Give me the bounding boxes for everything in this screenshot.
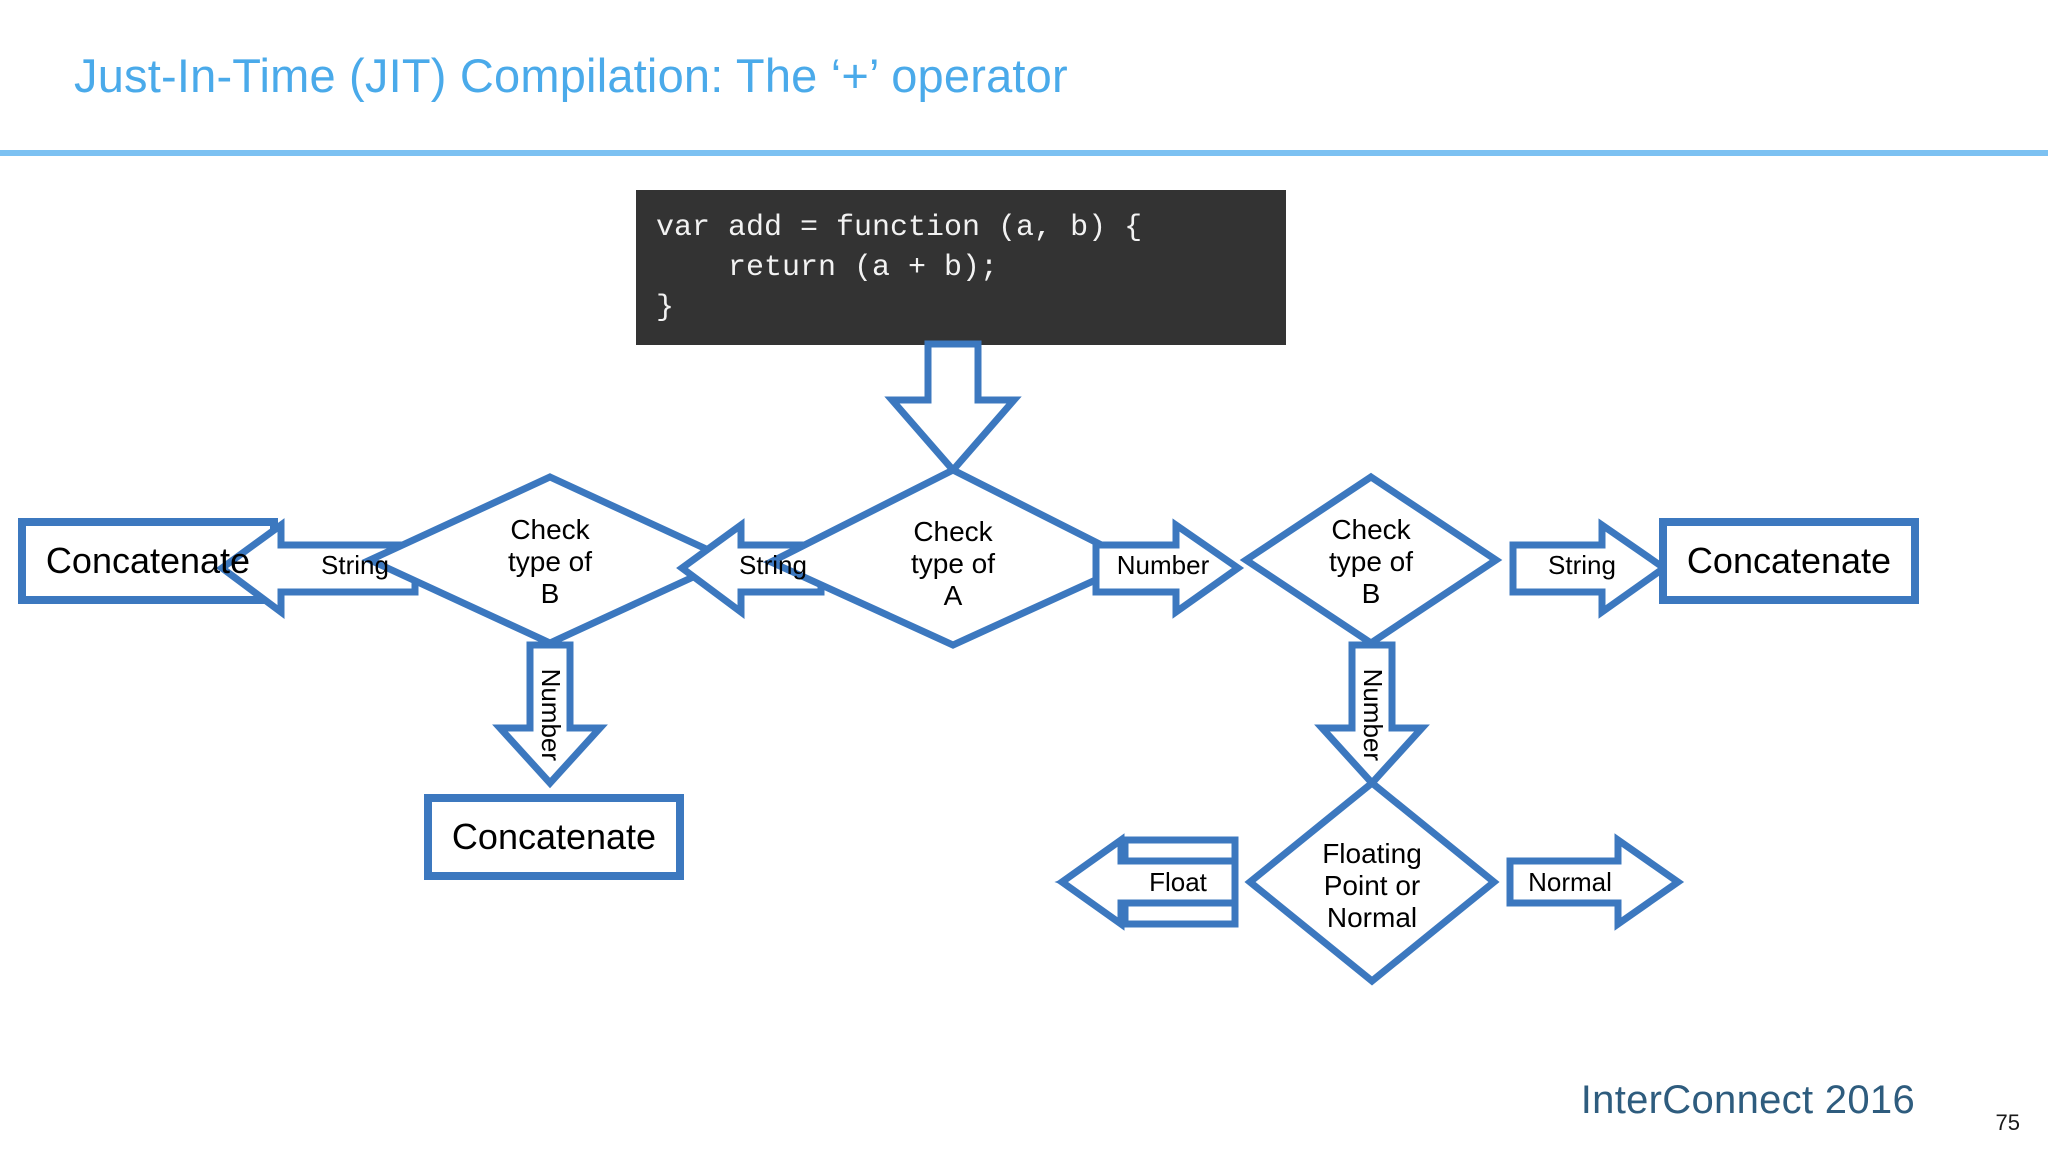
node-concatenate-bottom-left <box>424 794 684 880</box>
title-divider <box>0 150 2048 156</box>
page-number: 75 <box>1995 1110 2020 1135</box>
arrow-number-b-right-down <box>1314 641 1430 789</box>
node-concatenate-far-right <box>1659 518 1919 604</box>
node-check-type-of-a <box>762 466 1144 649</box>
arrow-number-b-left-down <box>492 641 608 789</box>
page-title: Just-In-Time (JIT) Compilation: The ‘+’ … <box>74 49 1068 102</box>
arrow-float-left-shape <box>1055 833 1239 931</box>
arrow-string-a-to-b-left <box>676 518 825 619</box>
arrow-string-to-concatenate-left <box>216 518 419 619</box>
node-floating-point-or-normal <box>1244 778 1500 986</box>
arrow-number-a-to-b-right <box>1092 518 1245 619</box>
node-check-type-of-b-right <box>1239 472 1503 648</box>
code-block-text: var add = function (a, b) { return (a + … <box>656 211 1143 325</box>
code-block: var add = function (a, b) { return (a + … <box>636 190 1286 345</box>
footer-brand: InterConnect 2016 <box>1580 1078 1915 1122</box>
arrow-code-to-check-a <box>884 340 1022 476</box>
arrow-normal-right <box>1506 833 1685 931</box>
node-check-type-of-b-left <box>361 473 739 647</box>
arrow-string-to-concatenate-right <box>1509 518 1671 619</box>
